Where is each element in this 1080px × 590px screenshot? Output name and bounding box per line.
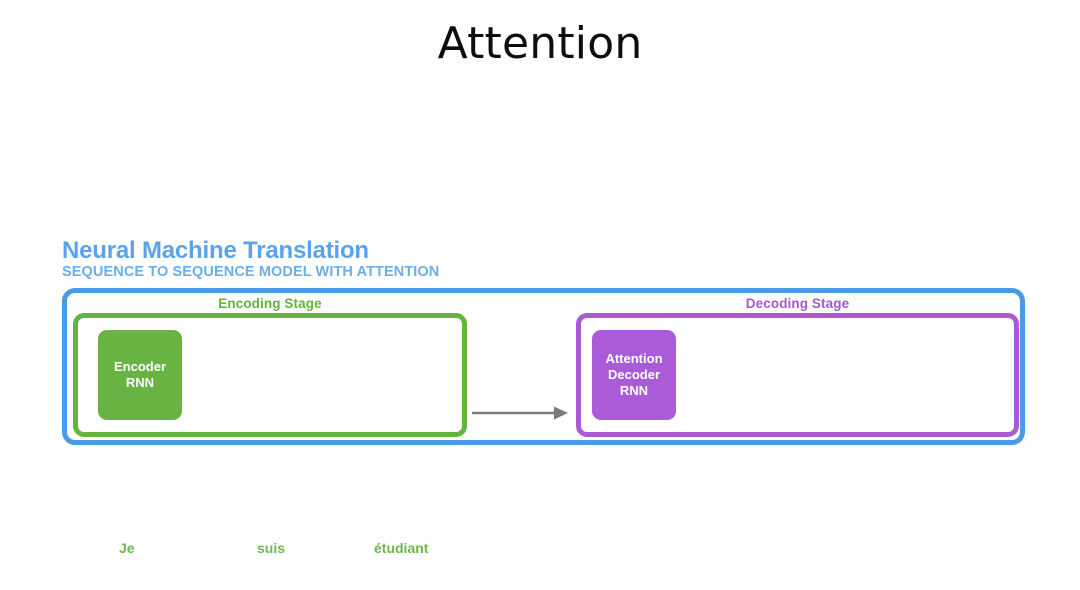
encoder-rnn-block[interactable]: Encoder RNN — [98, 330, 182, 420]
encoding-stage-label: Encoding Stage — [218, 296, 322, 311]
decoder-rnn-line-2: Decoder — [607, 367, 661, 382]
attention-decoder-rnn-block[interactable]: Attention Decoder RNN — [592, 330, 676, 420]
diagram-heading: Neural Machine Translation — [62, 237, 369, 264]
page-title: Attention — [437, 18, 643, 69]
encoder-rnn-line-2: RNN — [125, 375, 155, 390]
encoder-rnn-line-1: Encoder — [113, 359, 166, 374]
source-word-2: suis — [257, 540, 286, 556]
right-arrow-icon — [472, 406, 568, 420]
source-word-1: Je — [119, 540, 135, 556]
source-word-3: étudiant — [374, 540, 429, 556]
decoder-rnn-line-1: Attention — [605, 351, 663, 366]
decoding-stage-label: Decoding Stage — [745, 296, 850, 311]
diagram-subheading: SEQUENCE TO SEQUENCE MODEL WITH ATTENTIO… — [62, 264, 440, 280]
decoder-rnn-line-3: RNN — [619, 383, 649, 398]
